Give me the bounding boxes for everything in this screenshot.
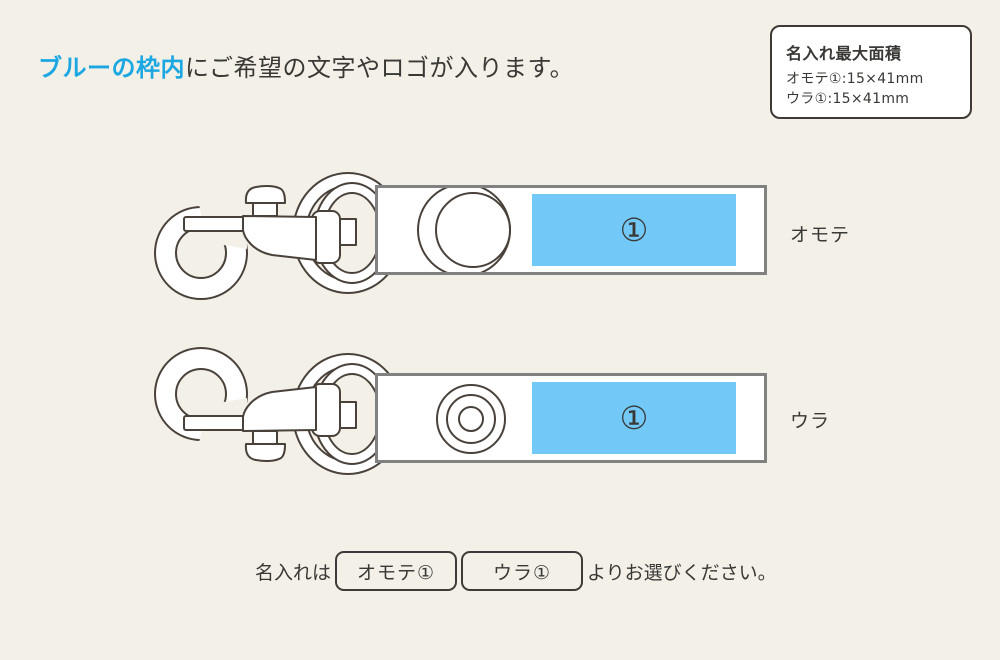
- option-back-button[interactable]: ウラ①: [461, 551, 584, 591]
- print-area-back: ①: [532, 382, 736, 454]
- strap-back: ①: [375, 373, 767, 463]
- print-area-front-number: ①: [619, 211, 649, 249]
- page-title-rest: にご希望の文字やロゴが入ります。: [185, 54, 575, 82]
- imprint-choice-row: 名入れは オモテ① ウラ① よりお選びください。: [255, 551, 777, 591]
- label-front: オモテ: [790, 224, 851, 246]
- imprint-choice-prefix: 名入れは: [255, 561, 332, 584]
- option-front-button[interactable]: オモテ①: [335, 551, 458, 591]
- print-area-front: ①: [532, 194, 736, 266]
- snap-button-back-icon: [436, 384, 506, 454]
- page-title: ブルーの枠内にご希望の文字やロゴが入ります。: [38, 52, 574, 84]
- imprint-size-back: ウラ①:15×41mm: [786, 91, 910, 107]
- snap-button-front-icon: [417, 188, 511, 272]
- imprint-size-front: オモテ①:15×41mm: [786, 71, 924, 87]
- imprint-size-box: 名入れ最大面積 オモテ①:15×41mm ウラ①:15×41mm: [770, 25, 972, 119]
- print-area-back-number: ①: [619, 399, 649, 437]
- label-back: ウラ: [790, 410, 831, 432]
- strap-front: ①: [375, 185, 767, 275]
- page-title-highlight: ブルーの枠内: [38, 54, 185, 82]
- imprint-choice-suffix: よりお選びください。: [587, 561, 777, 584]
- imprint-size-title: 名入れ最大面積: [786, 44, 902, 63]
